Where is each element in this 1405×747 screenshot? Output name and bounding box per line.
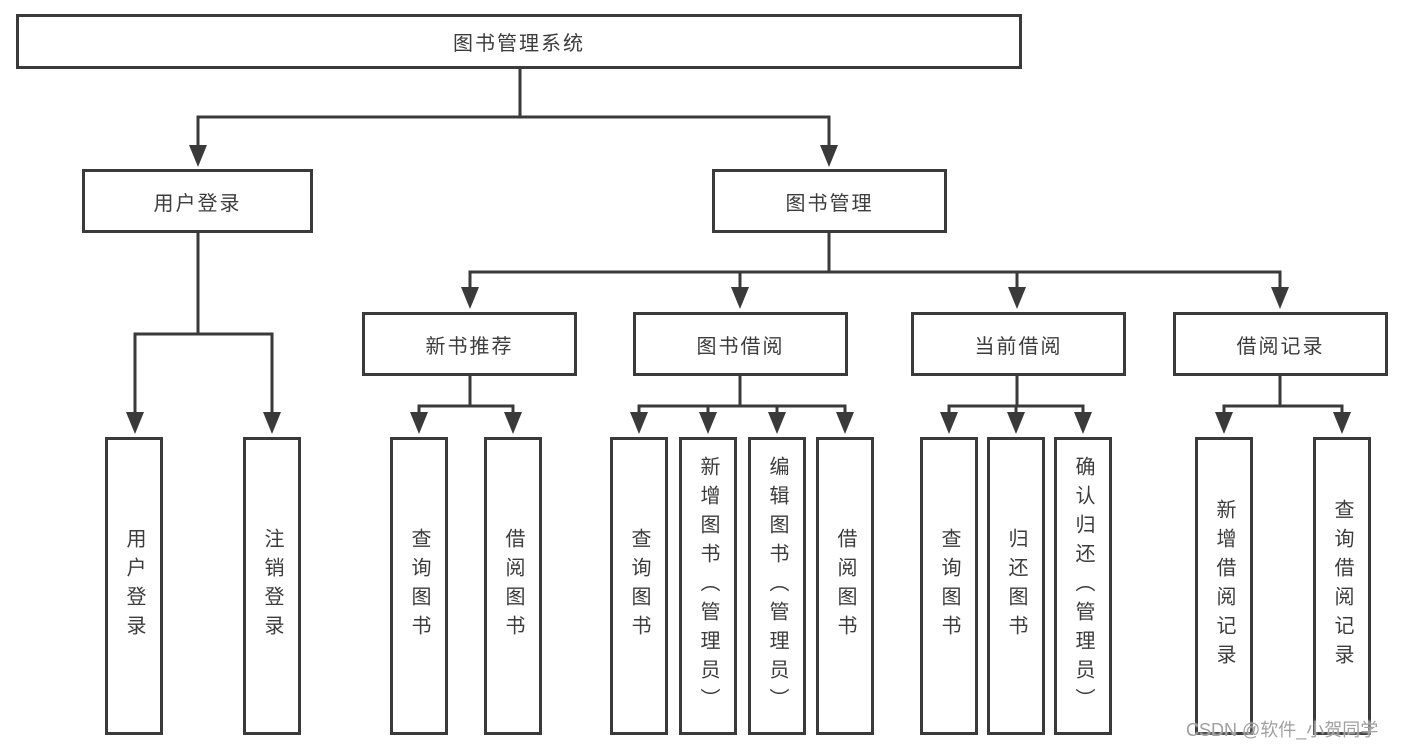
arrowhead: [263, 412, 281, 434]
arrowhead: [410, 412, 428, 434]
arrowhead: [504, 412, 522, 434]
leaf-add-borrow-record: 新增借阅记录: [1195, 437, 1253, 735]
arrowheads: [126, 145, 1351, 434]
node-label: 图书管理系统: [453, 33, 585, 55]
node-library-management-system: 图书管理系统: [16, 14, 1022, 69]
leaf-label: 新增借阅记录: [1213, 499, 1235, 673]
arrowhead: [1008, 287, 1026, 309]
node-book-management: 图书管理: [712, 169, 947, 233]
arrowhead: [1074, 412, 1092, 434]
leaf-logout: 注销登录: [243, 437, 301, 735]
arrowhead: [1007, 412, 1025, 434]
node-label: 借阅记录: [1236, 335, 1325, 358]
arrowhead: [630, 412, 648, 434]
leaf-query-books-current: 查询图书: [920, 437, 978, 735]
leaf-label: 注销登录: [261, 528, 283, 644]
node-label: 新书推荐: [425, 335, 514, 358]
arrowhead: [126, 412, 144, 434]
node-label: 当前借阅: [974, 335, 1063, 358]
arrowhead: [768, 412, 786, 434]
leaf-add-books-admin: 新增图书（管理员）: [679, 437, 737, 735]
leaf-confirm-return-admin: 确认归还（管理员）: [1054, 437, 1112, 735]
leaf-label: 用户登录: [123, 528, 145, 644]
leaf-query-books-recommend: 查询图书: [390, 437, 448, 735]
leaf-label: 查询图书: [938, 528, 960, 644]
node-book-borrow: 图书借阅: [633, 312, 848, 376]
leaf-label: 编辑图书（管理员）: [766, 455, 788, 717]
node-current-borrow: 当前借阅: [911, 312, 1126, 376]
node-label: 图书管理: [785, 192, 874, 215]
leaf-borrow-books-recommend: 借阅图书: [484, 437, 542, 735]
node-label: 用户登录: [153, 192, 242, 215]
arrowhead: [940, 412, 958, 434]
leaf-return-books: 归还图书: [987, 437, 1045, 735]
leaf-label: 查询图书: [408, 528, 430, 644]
arrowhead: [731, 287, 749, 309]
node-user-login: 用户登录: [82, 169, 313, 233]
leaf-label: 借阅图书: [502, 528, 524, 644]
leaf-borrow-books: 借阅图书: [816, 437, 874, 735]
node-label: 图书借阅: [696, 335, 785, 358]
leaf-query-books-borrow: 查询图书: [610, 437, 668, 735]
leaf-edit-books-admin: 编辑图书（管理员）: [748, 437, 806, 735]
leaf-label: 借阅图书: [834, 528, 856, 644]
leaf-user-login: 用户登录: [105, 437, 163, 735]
leaf-label: 归还图书: [1005, 528, 1027, 644]
leaf-query-borrow-record: 查询借阅记录: [1313, 437, 1371, 735]
arrowhead: [1215, 412, 1233, 434]
arrowhead: [461, 287, 479, 309]
watermark: CSDN @软件_小贺同学: [1186, 720, 1379, 740]
arrowhead: [1333, 412, 1351, 434]
leaf-label: 查询借阅记录: [1331, 499, 1353, 673]
arrowhead: [189, 145, 207, 167]
node-borrow-records: 借阅记录: [1173, 312, 1388, 376]
node-new-book-recommend: 新书推荐: [362, 312, 577, 376]
arrowhead: [699, 412, 717, 434]
connector-lines: [133, 66, 1344, 415]
arrowhead: [820, 145, 838, 167]
leaf-label: 确认归还（管理员）: [1072, 455, 1094, 717]
leaf-label: 查询图书: [628, 528, 650, 644]
arrowhead: [836, 412, 854, 434]
leaf-label: 新增图书（管理员）: [697, 455, 719, 717]
arrowhead: [1271, 287, 1289, 309]
